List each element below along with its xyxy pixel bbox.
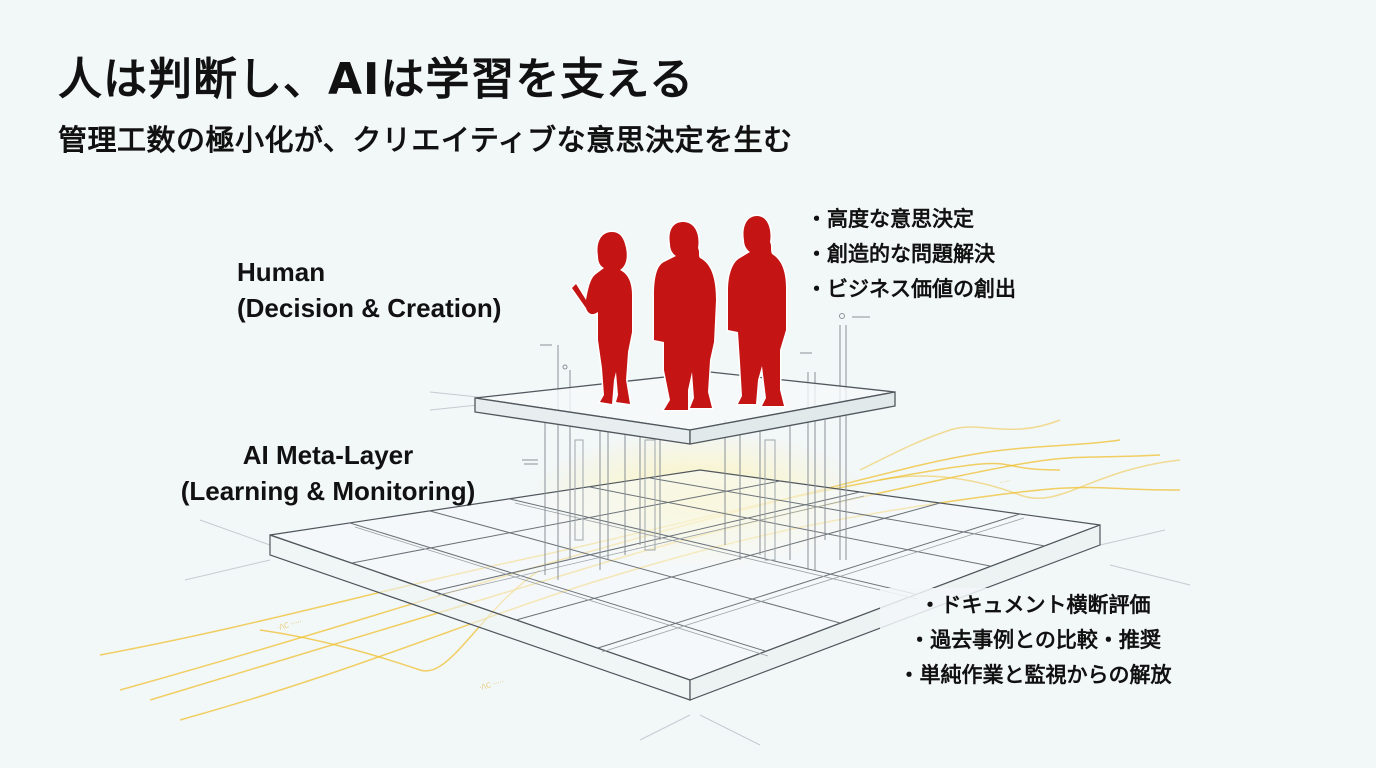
svg-text:·····: ····· — [999, 477, 1011, 487]
guide-lines — [184, 391, 1191, 746]
page-title: 人は判断し、AIは学習を支える — [58, 54, 695, 105]
ai-layer-bullets: ドキュメント横断評価 過去事例との比較・推奨 単純作業と監視からの解放 — [880, 588, 1190, 693]
human-layer-bullets: 高度な意思決定 創造的な問題解決 ビジネス価値の創出 — [806, 202, 1016, 307]
human-figures — [570, 214, 788, 412]
bullet-item: ドキュメント横断評価 — [880, 588, 1190, 623]
bullet-item: ビジネス価値の創出 — [806, 272, 1016, 307]
svg-text:·/\C ·····: ·/\C ····· — [276, 618, 302, 632]
human-layer-role: (Decision & Creation) — [237, 293, 502, 323]
human-layer-name: Human — [237, 257, 326, 287]
bullet-item: 単純作業と監視からの解放 — [880, 658, 1190, 693]
bullet-item: 過去事例との比較・推奨 — [880, 623, 1190, 658]
page-subtitle: 管理工数の極小化が、クリエイティブな意思決定を生む — [58, 123, 793, 157]
ai-layer-role: (Learning & Monitoring) — [180, 476, 476, 506]
svg-text:·/\C ·····: ·/\C ····· — [478, 678, 504, 692]
person-woman-with-tablet-icon — [570, 230, 634, 406]
bullet-item: 高度な意思決定 — [806, 202, 1016, 237]
person-man-icon — [726, 214, 788, 408]
bullet-item: 創造的な問題解決 — [806, 237, 1016, 272]
person-man-icon — [652, 220, 718, 412]
ai-layer-label: AI Meta-Layer (Learning & Monitoring) — [158, 437, 498, 509]
human-layer-label: Human (Decision & Creation) — [237, 254, 501, 326]
ai-layer-name: AI Meta-Layer — [242, 440, 414, 470]
